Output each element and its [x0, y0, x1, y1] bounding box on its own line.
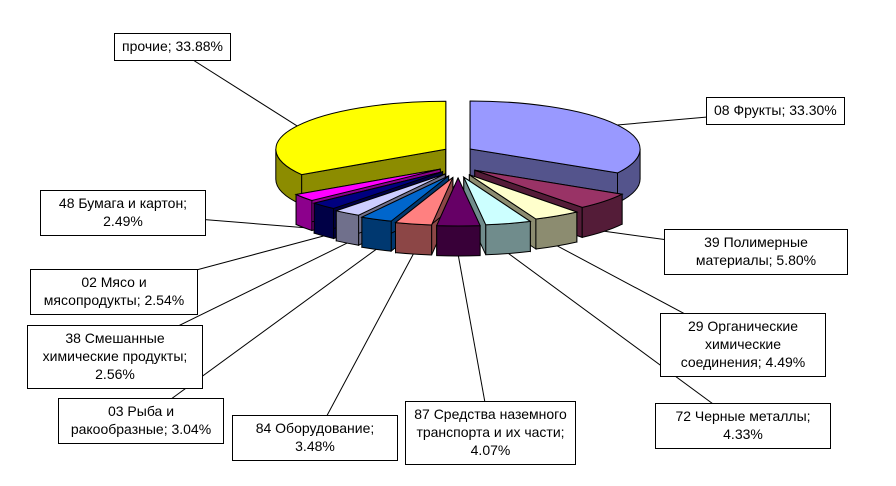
pie-slice-top — [312, 171, 443, 210]
pie-slice-top — [462, 175, 532, 226]
leader-line — [314, 253, 414, 439]
pie-slice-rim — [436, 225, 481, 257]
callout-polimernye-materialy: 39 Полимерные материалы; 5.80% — [664, 229, 848, 275]
callout-bumaga-karton: 48 Бумага и картон; 2.49% — [40, 190, 206, 236]
leader-line — [508, 253, 744, 427]
callout-organicheskie-soedineniya: 29 Органические химические соединения; 4… — [660, 313, 826, 377]
callout-myaso: 02 Мясо и мясопродукты; 2.54% — [30, 269, 198, 315]
callout-frukty: 08 Фрукты; 33.30% — [706, 97, 845, 125]
leader-line — [140, 248, 377, 422]
pie-slice-top — [275, 100, 447, 176]
pie-slice-rim — [395, 222, 433, 256]
pie-slice-top — [334, 173, 446, 216]
callout-sredstva-transporta: 87 Средства наземного транспорта и их ча… — [405, 401, 576, 465]
pie-slice-rim — [313, 202, 335, 240]
pie-slice-top — [469, 100, 641, 174]
callout-chernye-metally: 72 Черные металлы; 4.33% — [655, 403, 831, 449]
pie-slice-rim — [335, 210, 360, 246]
pie-slice-top — [360, 175, 449, 222]
pie-slice-top — [294, 168, 441, 202]
callout-ryba: 03 Рыба и ракообразные; 3.04% — [58, 398, 224, 444]
pie-slice-top — [435, 176, 481, 227]
pie-slice-rim — [485, 220, 531, 256]
callout-oborudovanie: 84 Оборудование; 3.48% — [232, 415, 398, 461]
pie-slice-rim — [361, 216, 392, 252]
pie-slice-top — [474, 169, 624, 208]
pie-slice-top — [469, 174, 579, 220]
callout-smeshannye-produkty: 38 Смешанные химические продукты; 2.56% — [27, 325, 203, 389]
pie-slice-top — [394, 177, 454, 226]
callout-prochie: прочие; 33.88% — [114, 33, 232, 61]
